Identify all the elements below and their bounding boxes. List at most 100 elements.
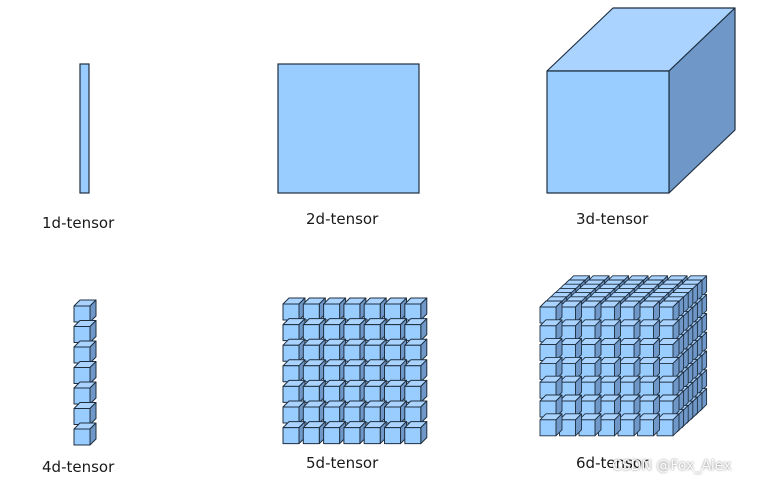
cube-6d <box>539 375 563 399</box>
cube-6d <box>598 356 621 380</box>
cube-6d <box>637 413 660 437</box>
cube-6d <box>656 338 680 362</box>
cube-6d <box>578 375 602 399</box>
cube-5d <box>343 421 367 445</box>
cube-5d <box>323 379 347 403</box>
cube-5d <box>363 359 387 383</box>
tensor-2d-square <box>277 63 420 194</box>
tensor-3d-cube <box>546 7 736 194</box>
cube-5d <box>282 318 306 342</box>
cube-5d <box>282 379 306 403</box>
cube-6d <box>617 413 641 437</box>
cube-5d <box>384 400 407 424</box>
cube-6d <box>637 319 660 343</box>
cube-5d <box>384 338 407 362</box>
label-2d-tensor: 2d-tensor <box>306 210 379 228</box>
cube-5d <box>323 359 347 383</box>
label-3d-tensor: 3d-tensor <box>576 210 649 228</box>
cube-5d <box>384 359 407 383</box>
cube-6d <box>656 413 680 437</box>
cube-5d <box>282 338 306 362</box>
label-4d-tensor: 4d-tensor <box>42 458 115 476</box>
cube-5d <box>363 379 387 403</box>
cube-4d-3 <box>73 361 97 384</box>
cube-6d <box>617 375 641 399</box>
cube-5d <box>363 318 387 342</box>
cube-5d <box>384 421 407 445</box>
cube-5d <box>343 318 367 342</box>
cube-3d <box>546 7 736 194</box>
cube-6d <box>559 394 582 418</box>
cube-6d <box>656 319 680 343</box>
cube-5d <box>282 400 306 424</box>
cube-4d-0 <box>73 299 97 323</box>
cube-5d <box>384 297 407 321</box>
cube-5d <box>343 297 367 321</box>
cube-6d <box>637 300 660 324</box>
tensor-1d-bar <box>79 63 90 194</box>
cube-5d <box>384 318 407 342</box>
cube-6d <box>578 356 602 380</box>
cube-6d <box>578 413 602 437</box>
cube-5d <box>404 400 428 424</box>
cube-5d <box>302 338 326 362</box>
cube-6d <box>598 394 621 418</box>
cube-5d <box>343 400 367 424</box>
cube-5d <box>404 359 428 383</box>
tensor-4d-cube-column <box>73 299 97 446</box>
cube-5d <box>323 338 347 362</box>
cube-5d <box>404 297 428 321</box>
cube-5d <box>323 421 347 445</box>
cube-6d <box>559 375 582 399</box>
cube-5d <box>323 400 347 424</box>
cube-5d <box>282 297 306 321</box>
cube-5d <box>302 421 326 445</box>
tensor-5d-cube-grid <box>282 297 428 445</box>
cube-6d <box>559 338 582 362</box>
cube-5d <box>343 359 367 383</box>
cube-6d <box>539 356 563 380</box>
cube-6d <box>539 413 563 437</box>
cube-5d <box>363 400 387 424</box>
cube-5d <box>302 318 326 342</box>
cube-6d <box>598 300 621 324</box>
cube-6d <box>637 375 660 399</box>
cube-5d <box>363 297 387 321</box>
watermark: CSDN @Fox_Alex <box>612 458 732 474</box>
cube-6d <box>637 356 660 380</box>
label-1d-tensor: 1d-tensor <box>42 214 115 232</box>
cube-5d <box>323 318 347 342</box>
cube-5d <box>363 421 387 445</box>
cube-5d <box>282 421 306 445</box>
cube-6d <box>559 413 582 437</box>
cube-6d <box>598 413 621 437</box>
cube-6d <box>539 300 563 324</box>
cube-6d <box>617 300 641 324</box>
cube-5d <box>302 359 326 383</box>
label-5d-tensor: 5d-tensor <box>306 454 379 472</box>
cube-5d <box>343 338 367 362</box>
cube-5d <box>302 379 326 403</box>
label-6d-tensor: 6d-tensor <box>576 454 649 472</box>
cube-5d <box>302 400 326 424</box>
cube-5d <box>323 297 347 321</box>
cube-4d-6 <box>73 422 97 446</box>
cube-5d <box>282 359 306 383</box>
bar-1d <box>79 63 90 194</box>
cube-6d <box>656 356 680 380</box>
cube-6d <box>617 394 641 418</box>
cube-4d-1 <box>73 320 97 343</box>
cube-5d <box>384 379 407 403</box>
cube-6d <box>617 356 641 380</box>
tensor-6d-cube-block <box>539 275 708 437</box>
cube-5d <box>404 379 428 403</box>
cube-5d <box>404 421 428 445</box>
cube-6d <box>598 319 621 343</box>
cube-6d <box>578 394 602 418</box>
square-2d <box>277 63 420 194</box>
cube-5d <box>343 379 367 403</box>
cube-6d <box>578 319 602 343</box>
cube-5d <box>302 297 326 321</box>
cube-4d-5 <box>73 402 97 425</box>
